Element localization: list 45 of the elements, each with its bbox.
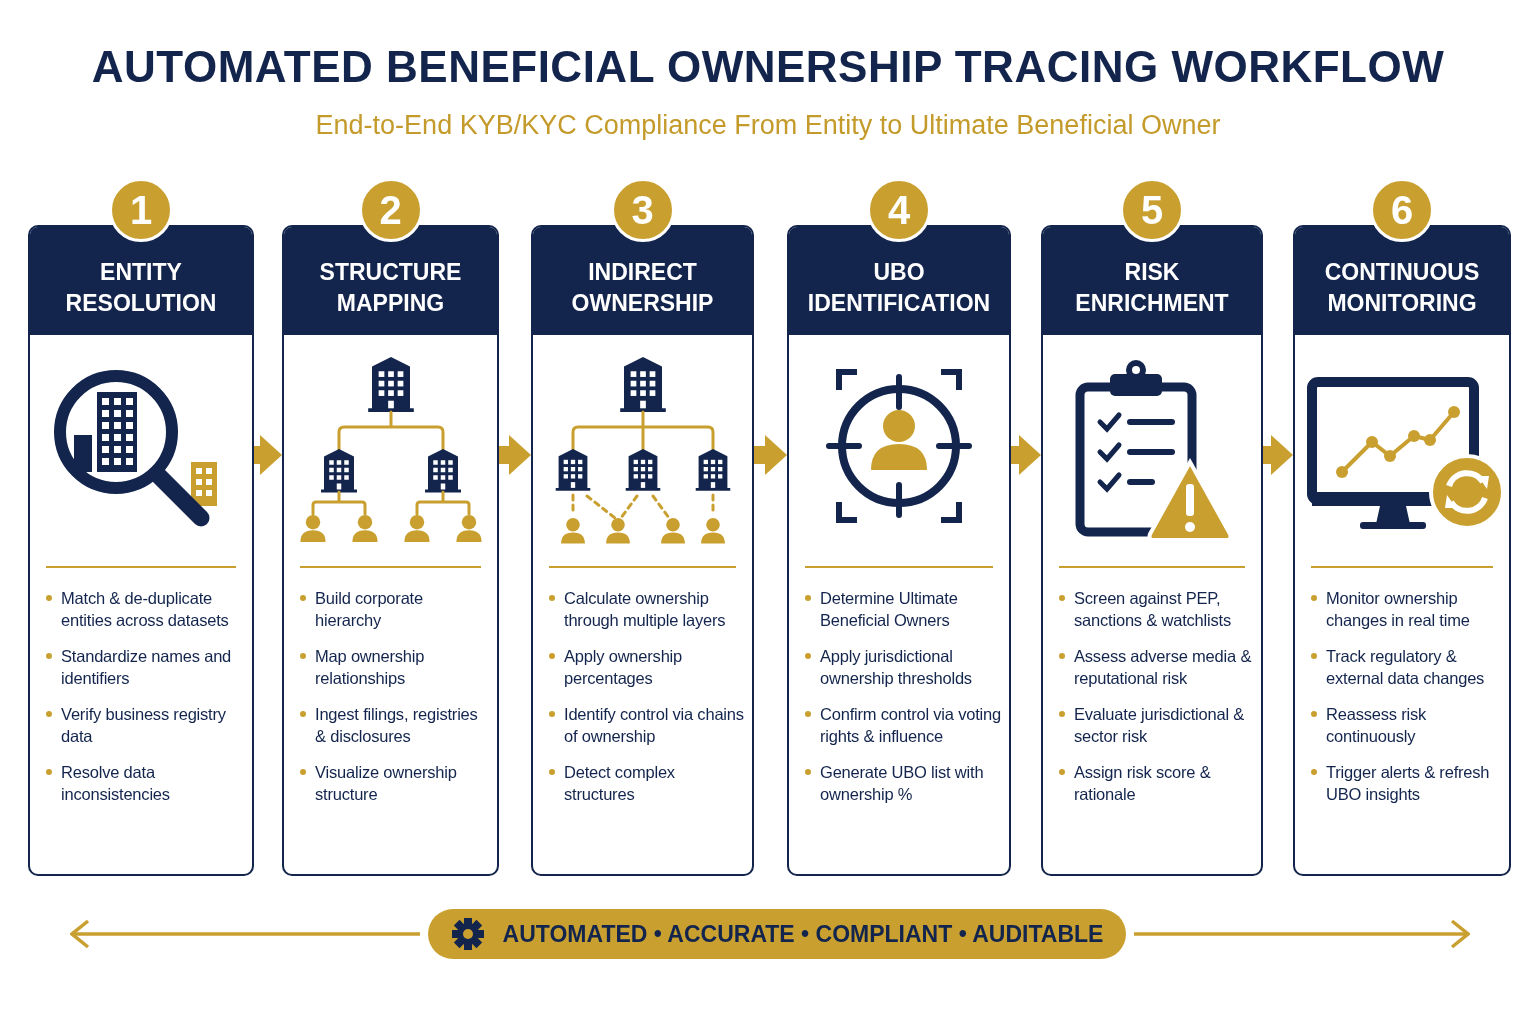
step-heading: INDIRECT OWNERSHIP (533, 227, 752, 335)
flow-arrow (499, 435, 531, 475)
flow-arrow (1011, 435, 1041, 475)
values-banner (428, 909, 1126, 959)
subtitle: End-to-End KYB/KYC Compliance From Entity to Ultimate Beneficial Owner (314, 110, 1222, 141)
flow-arrow (1263, 435, 1293, 475)
banner-arrow (70, 919, 420, 949)
bullet-text: Track regulatory & external data changes (1309, 645, 1501, 689)
step-number-badge: 1 (109, 178, 173, 242)
flow-arrow (754, 435, 787, 475)
bullet-text: Assess adverse media & reputational risk (1057, 645, 1253, 689)
bullet-text: Identify control via chains of ownership (547, 703, 744, 747)
bullet-text: Verify business registry data (44, 703, 244, 747)
bullet-text: Standardize names and identifiers (44, 645, 244, 689)
bullet-text: Build corporate hierarchy (298, 587, 489, 631)
diagram-title: AUTOMATED BENEFICIAL OWNERSHIP TRACING WORKFLOW (90, 42, 1446, 92)
step-heading: STRUCTURE MAPPING (284, 227, 497, 335)
bullet-text: Detect complex structures (547, 761, 744, 805)
step-number-badge: 4 (867, 178, 931, 242)
flow-arrow (254, 435, 282, 475)
bullet-text: Apply jurisdictional ownership thresholds (803, 645, 1001, 689)
bullet-text: Confirm control via voting rights & influence (803, 703, 1001, 747)
bullet-text: Assign risk score & rationale (1057, 761, 1253, 805)
bullet-text: Trigger alerts & refresh UBO insights (1309, 761, 1501, 805)
bullet-text: Map ownership relationships (298, 645, 489, 689)
step-number-badge: 6 (1370, 178, 1434, 242)
bullet-text: Determine Ultimate Beneficial Owners (803, 587, 1001, 631)
bullet-text: Evaluate jurisdictional & sector risk (1057, 703, 1253, 747)
banner-arrow (1134, 919, 1470, 949)
bullet-text: Resolve data inconsistencies (44, 761, 244, 805)
step-heading: RISK ENRICHMENT (1043, 227, 1261, 335)
step-heading: ENTITY RESOLUTION (30, 227, 252, 335)
banner-text: AUTOMATED • ACCURATE • COMPLIANT • AUDITABLE (502, 920, 1104, 948)
bullet-text: Screen against PEP, sanctions & watchlists (1057, 587, 1253, 631)
bullet-text: Generate UBO list with ownership % (803, 761, 1001, 805)
bullet-text: Visualize ownership structure (298, 761, 489, 805)
step-heading: CONTINUOUS MONITORING (1295, 227, 1509, 335)
step-number-badge: 5 (1120, 178, 1184, 242)
bullet-text: Match & de-duplicate entities across datasets (44, 587, 244, 631)
step-heading: UBO IDENTIFICATION (789, 227, 1009, 335)
bullet-text: Monitor ownership changes in real time (1309, 587, 1501, 631)
bullet-text: Calculate ownership through multiple layers (547, 587, 744, 631)
bullet-text: Reassess risk continuously (1309, 703, 1501, 747)
bullet-text: Ingest filings, registries & disclosures (298, 703, 489, 747)
bullet-text: Apply ownership percentages (547, 645, 744, 689)
